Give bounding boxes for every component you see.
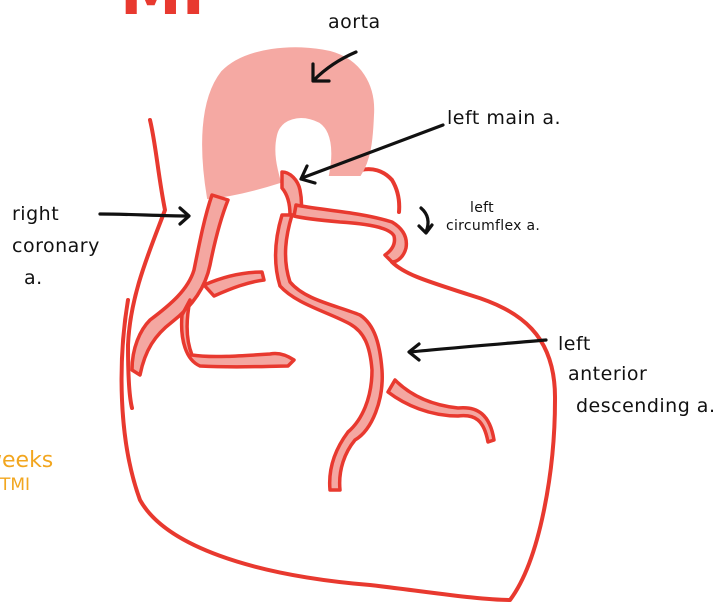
label-right-coronary-line3: a.: [24, 267, 43, 289]
cropped-heading: MI: [120, 0, 205, 29]
label-aorta: aorta: [328, 11, 381, 33]
label-lad-line2: anterior: [568, 363, 647, 385]
arrow-lad: [409, 340, 546, 360]
right-coronary-artery: [132, 195, 294, 375]
label-right-coronary-line2: coronary: [12, 235, 100, 257]
cropped-note-line2: TMI: [0, 475, 30, 495]
label-lad-line3: descending a.: [576, 395, 716, 417]
left-circumflex-artery: [294, 205, 406, 262]
label-left-circumflex-line1: left: [470, 200, 494, 216]
label-left-circumflex-line2: circumflex a.: [446, 218, 540, 234]
label-right-coronary-line1: right: [12, 203, 59, 225]
label-lad-line1: left: [558, 333, 591, 355]
arrow-circumflex: [419, 208, 432, 233]
arrow-right-coronary: [100, 208, 189, 224]
heart-outline: [122, 120, 555, 600]
cropped-note-line1: weeks: [0, 448, 53, 473]
label-left-main: left main a.: [447, 107, 561, 129]
